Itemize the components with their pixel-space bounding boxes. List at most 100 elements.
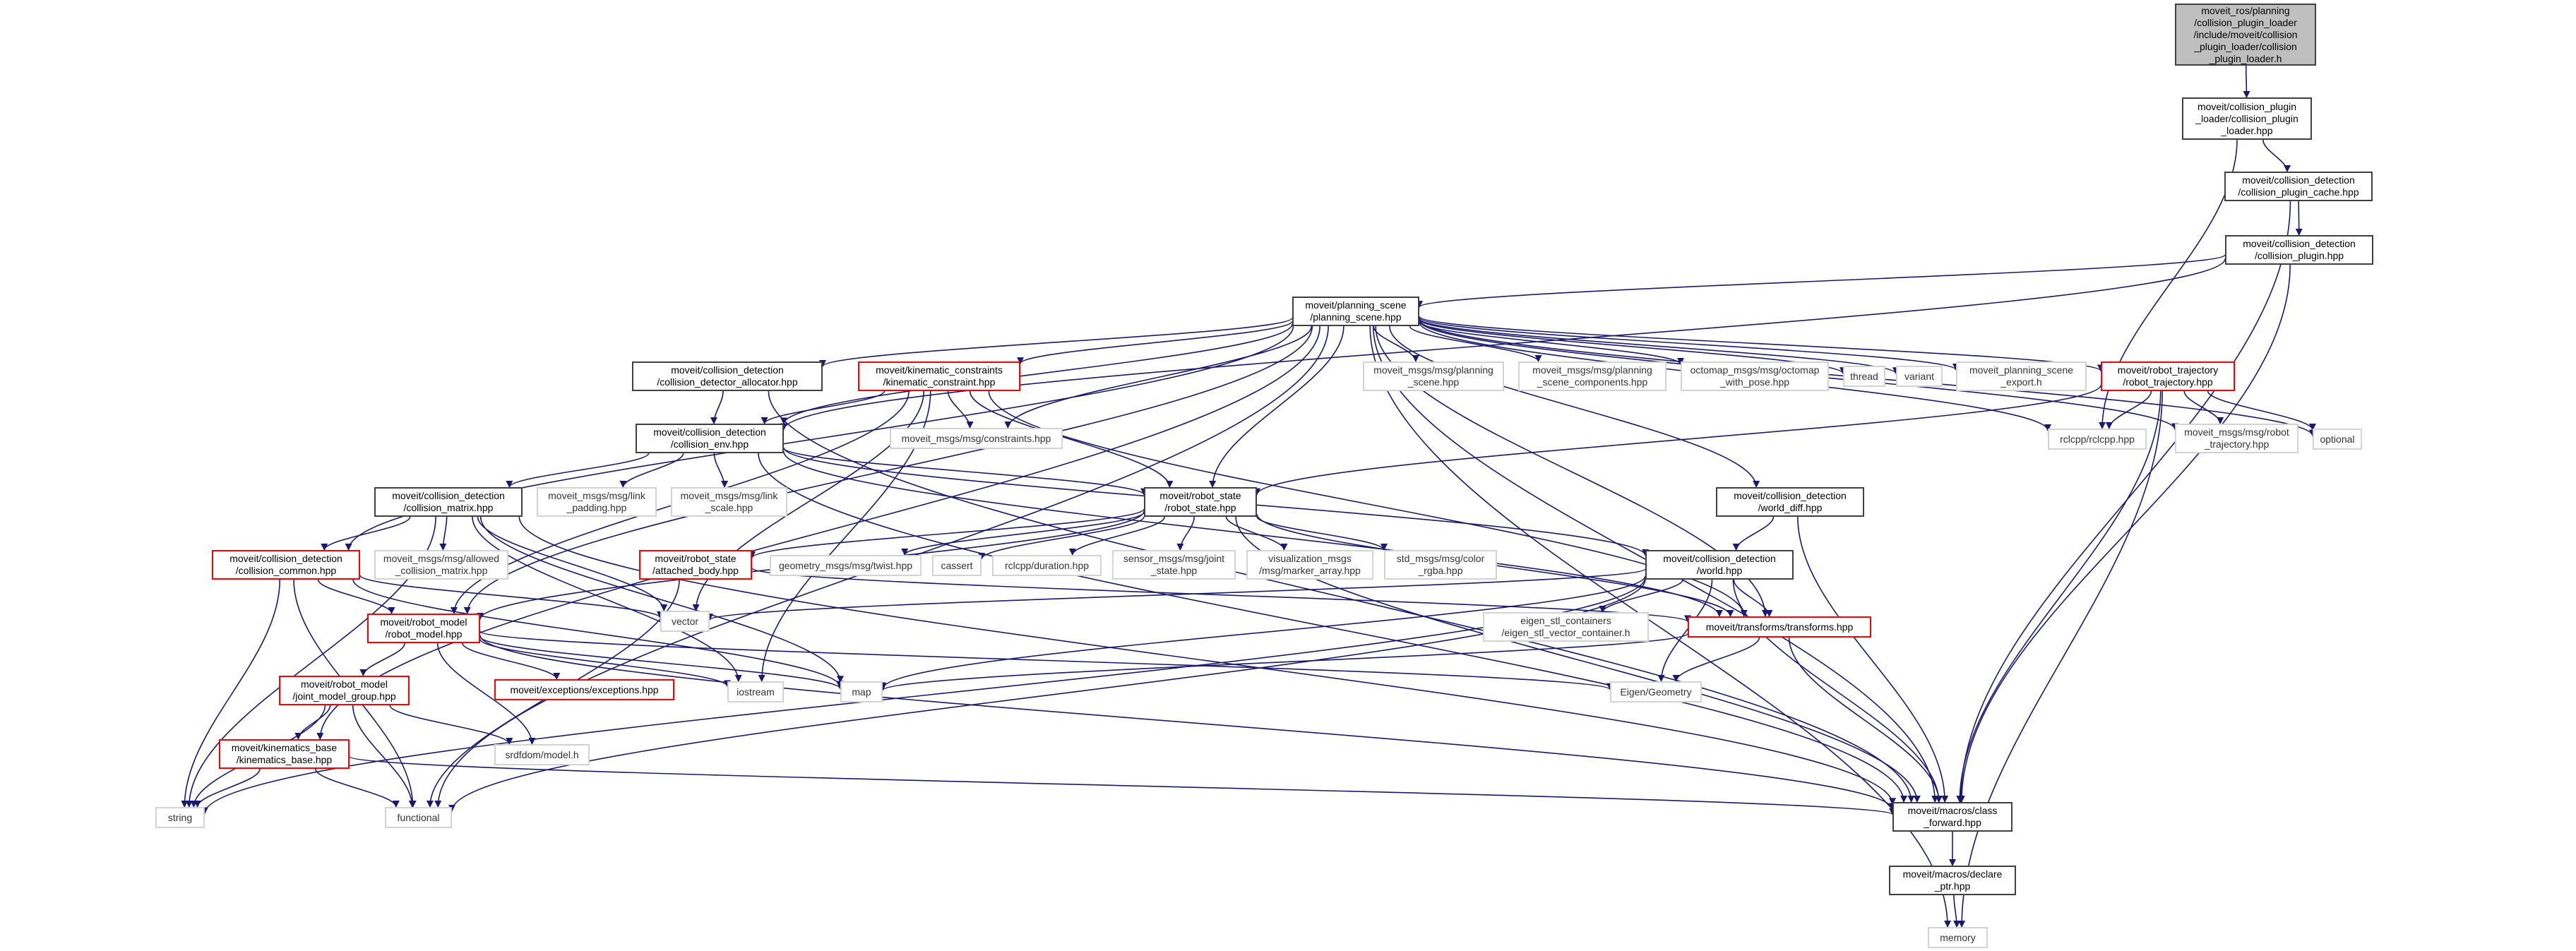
graph-node-wd[interactable]: moveit/collision_detection /world_diff.h…: [1716, 487, 1864, 517]
graph-node-functional[interactable]: functional: [385, 807, 452, 828]
graph-node-psmsg[interactable]: moveit_msgs/msg/planning _scene.hpp: [1363, 361, 1504, 391]
edge-rm-to-eigeo: [479, 630, 1614, 690]
graph-node-jmg[interactable]: moveit/robot_model /joint_model_group.hp…: [279, 676, 410, 705]
graph-node-tf[interactable]: moveit/transforms/transforms.hpp: [1688, 616, 1871, 638]
graph-node-pscmsg[interactable]: moveit_msgs/msg/planning _scene_componen…: [1518, 361, 1666, 391]
graph-node-esc[interactable]: eigen_stl_containers /eigen_stl_vector_c…: [1483, 612, 1649, 642]
graph-node-ab[interactable]: moveit/robot_state /attached_body.hpp: [639, 550, 752, 580]
edge-cc-to-map: [352, 579, 844, 688]
edge-cc-to-string: [181, 579, 281, 808]
edge-kc-to-rs: [969, 390, 1174, 488]
edge-ps-to-kc: [1017, 321, 1293, 365]
graph-node-ma[interactable]: visualization_msgs /msg/marker_array.hpp: [1246, 550, 1373, 580]
edge-kb-to-cf: [349, 755, 1896, 815]
edge-tf-to-cf: [1788, 637, 1943, 803]
edge-ps-to-cons: [1004, 325, 1313, 429]
graph-node-cpl[interactable]: moveit/collision_plugin _loader/collisio…: [2182, 97, 2312, 140]
edge-rt-to-memory: [1958, 390, 2163, 928]
graph-node-map[interactable]: map: [840, 681, 883, 702]
edge-ps-to-kb: [316, 325, 1320, 740]
graph-node-vector[interactable]: vector: [660, 611, 710, 632]
edge-wd-to-cf: [1797, 516, 1949, 803]
graph-node-lpad[interactable]: moveit_msgs/msg/link _padding.hpp: [537, 487, 657, 517]
edge-dp-to-memory: [1953, 895, 1961, 928]
edge-rs-to-ab: [749, 508, 1145, 559]
graph-node-kc[interactable]: moveit/kinematic_constraints /kinematic_…: [858, 361, 1020, 391]
graph-node-rclcpp[interactable]: rclcpp/rclcpp.hpp: [2048, 429, 2147, 450]
graph-node-rt[interactable]: moveit/robot_trajectory /robot_trajector…: [2101, 361, 2235, 391]
graph-node-cassert[interactable]: cassert: [932, 555, 982, 576]
edge-wd-to-world: [1732, 516, 1775, 551]
edge-cm-to-acm: [439, 516, 448, 551]
graph-node-cpc[interactable]: moveit/collision_detection /collision_pl…: [2224, 172, 2373, 201]
edge-world-to-eigeo: [1657, 579, 1713, 682]
edge-rs-to-cassert: [978, 516, 1145, 560]
graph-node-iostream[interactable]: iostream: [727, 681, 784, 702]
edge-rs-to-ma: [1225, 516, 1288, 551]
edge-cm-to-iostream: [472, 516, 742, 682]
graph-node-rs[interactable]: moveit/robot_state /robot_state.hpp: [1144, 487, 1257, 517]
graph-node-cp[interactable]: moveit/collision_detection /collision_pl…: [2225, 235, 2373, 265]
edge-rt-to-rtmsg: [2183, 390, 2224, 424]
edge-kb-to-functional: [315, 768, 400, 808]
graph-node-cons[interactable]: moveit_msgs/msg/constraints.hpp: [890, 428, 1063, 449]
edge-jmg-to-kb: [294, 705, 331, 740]
edge-rt-to-cf: [1956, 390, 2161, 803]
graph-node-export[interactable]: moveit_planning_scene _export.h: [1956, 361, 2087, 391]
edge-rs-to-js: [1176, 516, 1195, 551]
graph-node-variant[interactable]: variant: [1896, 366, 1943, 387]
graph-node-ps[interactable]: moveit/planning_scene /planning_scene.hp…: [1292, 297, 1419, 326]
edge-ce-to-cf: [758, 453, 1907, 803]
edge-cc-to-rm: [317, 579, 395, 614]
edge-tf-to-eigeo: [1672, 637, 1760, 682]
edge-ps-to-pscmsg: [1409, 325, 1542, 362]
edge-ps-to-rm: [463, 325, 1313, 614]
graph-node-thread[interactable]: thread: [1843, 366, 1885, 387]
edge-cpc-to-cp: [2295, 201, 2303, 236]
graph-node-eigeo[interactable]: Eigen/Geometry: [1610, 681, 1702, 702]
graph-node-root[interactable]: moveit_ros/planning /collision_plugin_lo…: [2175, 4, 2316, 66]
graph-node-ce[interactable]: moveit/collision_detection /collision_en…: [636, 424, 784, 453]
graph-node-optional[interactable]: optional: [2313, 429, 2362, 450]
graph-node-rm[interactable]: moveit/robot_model /robot_model.hpp: [367, 614, 480, 643]
graph-node-lscale[interactable]: moveit_msgs/msg/link _scale.hpp: [671, 487, 787, 517]
graph-node-rgba[interactable]: std_msgs/msg/color _rgba.hpp: [1384, 550, 1497, 580]
edge-ps-to-memory: [1369, 325, 1952, 928]
graph-node-acm[interactable]: moveit_msgs/msg/allowed _collision_matri…: [374, 550, 508, 580]
graph-node-rtmsg[interactable]: moveit_msgs/msg/robot _trajectory.hpp: [2175, 424, 2298, 453]
edge-kb-to-string: [193, 768, 261, 808]
edge-world-to-vector: [706, 568, 1646, 621]
graph-node-twist[interactable]: geometry_msgs/msg/twist.hpp: [770, 555, 922, 576]
edge-ps-to-octo: [1419, 321, 1684, 365]
graph-node-cc[interactable]: moveit/collision_detection /collision_co…: [212, 550, 360, 580]
edge-cm-to-cc: [321, 516, 411, 551]
edge-world-to-esc: [1599, 579, 1683, 613]
edge-ps-to-wd: [1389, 325, 1760, 488]
edge-jmg-to-functional: [352, 705, 416, 808]
edge-rs-to-duration: [1068, 516, 1166, 556]
edge-ps-to-cda: [819, 317, 1293, 368]
edge-root-to-cpl: [2243, 65, 2250, 98]
edge-rm-to-map: [479, 635, 844, 690]
graph-node-js[interactable]: sensor_msgs/msg/joint _state.hpp: [1112, 550, 1236, 580]
graph-node-cm[interactable]: moveit/collision_detection /collision_ma…: [374, 487, 523, 517]
graph-node-cda[interactable]: moveit/collision_detection /collision_de…: [632, 361, 823, 391]
edge-cp-to-cf: [1957, 264, 2291, 803]
edge-ce-to-lpad: [619, 453, 684, 488]
graph-node-memory[interactable]: memory: [1928, 927, 1988, 948]
edge-rs-to-twist: [901, 511, 1145, 556]
graph-node-exc[interactable]: moveit/exceptions/exceptions.hpp: [494, 679, 674, 700]
graph-node-octo[interactable]: octomap_msgs/msg/octomap _with_pose.hpp: [1681, 361, 1829, 391]
edge-ce-to-lscale: [713, 453, 729, 488]
edge-ce-to-tf: [783, 451, 1723, 617]
graph-node-srdf[interactable]: srdfdom/model.h: [494, 744, 590, 765]
graph-node-kb[interactable]: moveit/kinematics_base /kinematics_base.…: [219, 739, 350, 769]
graph-node-dp[interactable]: moveit/macros/declare _ptr.hpp: [1889, 866, 2016, 895]
graph-node-string[interactable]: string: [155, 807, 205, 828]
edge-tf-to-map: [879, 633, 1688, 691]
graph-node-duration[interactable]: rclcpp/duration.hpp: [992, 555, 1102, 576]
edge-kc-to-cons: [947, 390, 974, 429]
graph-node-world[interactable]: moveit/collision_detection /world.hpp: [1645, 550, 1794, 580]
edge-cm-to-cf: [518, 516, 1896, 806]
graph-node-cf[interactable]: moveit/macros/class _forward.hpp: [1892, 802, 2012, 832]
